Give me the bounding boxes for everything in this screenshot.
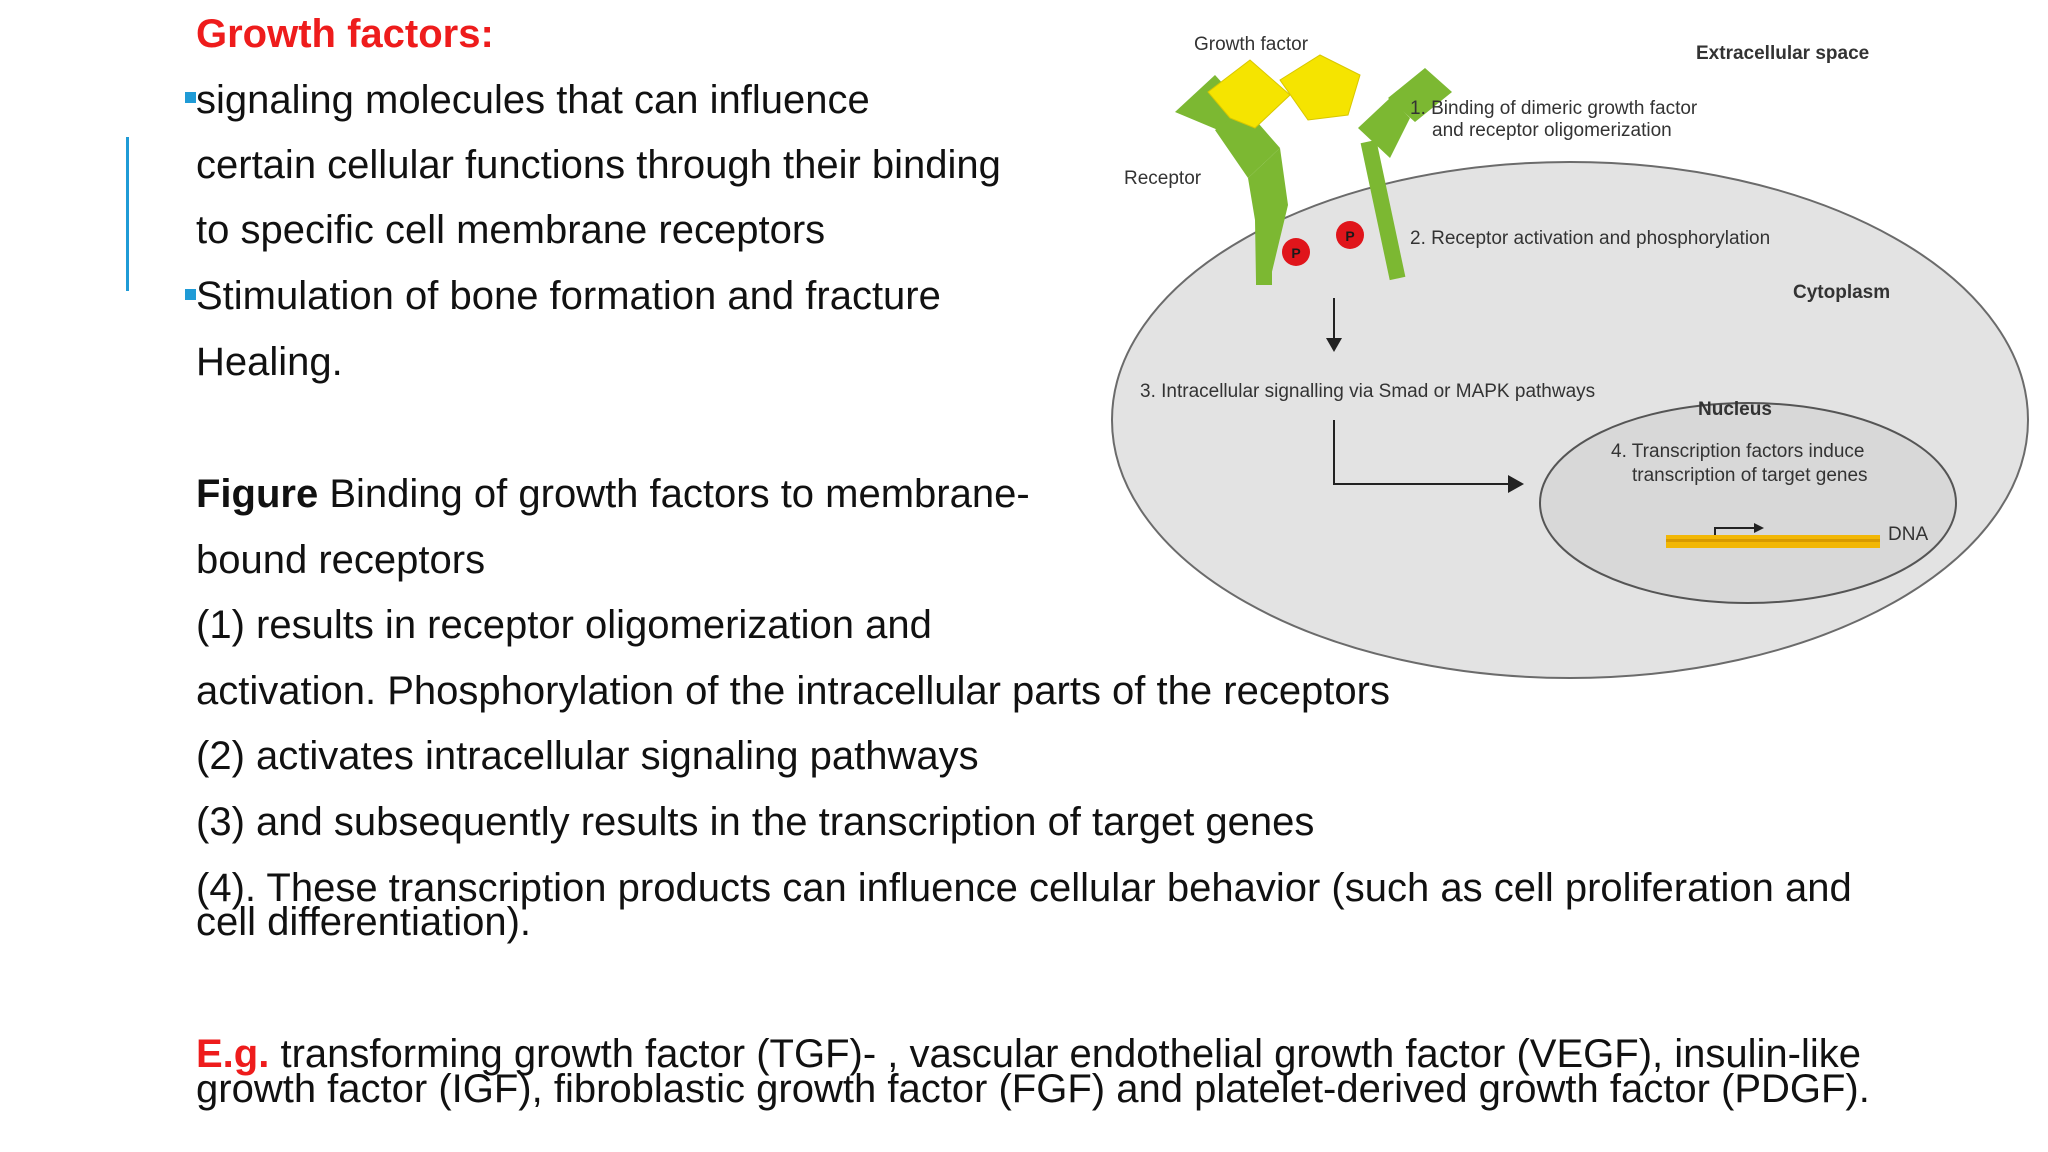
examples-line-2: growth factor (IGF), fibroblastic growth… [196, 1067, 1870, 1111]
label-step-1-a: 1. Binding of dimeric growth factor [1410, 98, 1698, 119]
receptor-right [1358, 68, 1452, 281]
phospho-left-label: P [1291, 245, 1300, 261]
slide-heading: Growth factors: [196, 12, 494, 56]
transcription-arrow-head [1754, 523, 1764, 533]
label-step-1-b: and receptor oligomerization [1432, 120, 1672, 141]
bullet-marker [185, 92, 196, 103]
caption-line-7: (4). These transcription products can in… [196, 866, 1852, 910]
caption-line-3: (1) results in receptor oligomerization … [196, 603, 932, 647]
arrow-to-nucleus-line [1333, 420, 1510, 485]
label-step-2: 2. Receptor activation and phosphorylati… [1410, 228, 1771, 249]
label-growth-factor: Growth factor [1194, 34, 1309, 55]
dna-strand-core [1666, 539, 1880, 542]
growth-factor-figure: P P Growth factor Extracellular space 1.… [1090, 20, 2030, 700]
label-extracellular-space: Extracellular space [1696, 43, 1870, 64]
arrow-down-head [1326, 338, 1342, 352]
label-dna: DNA [1888, 524, 1929, 545]
examples-line-1: E.g. transforming growth factor (TGF)- ,… [196, 1034, 1861, 1074]
caption-line-8: cell differentiation). [196, 900, 531, 944]
label-step-3: 3. Intracellular signalling via Smad or … [1140, 381, 1596, 402]
nucleus-shape [1539, 402, 1957, 604]
phospho-right [1336, 221, 1364, 249]
bullet-2-line-1: Stimulation of bone formation and fractu… [196, 274, 941, 318]
figure-drawing: P P [1111, 54, 2029, 679]
growth-factor-dimer [1207, 54, 1361, 129]
caption-line-1: Figure Binding of growth factors to memb… [196, 462, 1030, 528]
label-nucleus: Nucleus [1698, 399, 1772, 420]
transcription-arrow-line [1714, 527, 1758, 538]
caption-title: Binding of growth factors to membrane- [318, 472, 1030, 516]
caption-line-5: (2) activates intracellular signaling pa… [196, 734, 979, 778]
caption-figure-label: Figure [196, 472, 319, 516]
arrow-to-nucleus-head [1508, 475, 1524, 493]
label-receptor: Receptor [1124, 168, 1202, 189]
bullet-marker [185, 289, 196, 300]
phospho-right-label: P [1345, 228, 1354, 244]
caption-line-4: activation. Phosphorylation of the intra… [196, 669, 1390, 713]
bullet-2-line-2: Healing. [196, 340, 343, 384]
accent-bar [126, 137, 129, 291]
label-step-4-b: transcription of target genes [1632, 465, 1868, 486]
bullet-1-line-2: certain cellular functions through their… [196, 143, 1001, 187]
bullet-1-line-3: to specific cell membrane receptors [196, 208, 826, 252]
label-cytoplasm: Cytoplasm [1793, 282, 1891, 303]
caption-line-6: (3) and subsequently results in the tran… [196, 800, 1315, 844]
examples-prefix: E.g. [196, 1032, 270, 1076]
phospho-left [1282, 238, 1310, 266]
label-step-4-a: 4. Transcription factors induce [1611, 441, 1865, 462]
examples-text-1: transforming growth factor (TGF)- , vasc… [269, 1032, 1861, 1076]
caption-line-2: bound receptors [196, 538, 486, 582]
bullet-1-line-1: signaling molecules that can influence [196, 78, 870, 122]
